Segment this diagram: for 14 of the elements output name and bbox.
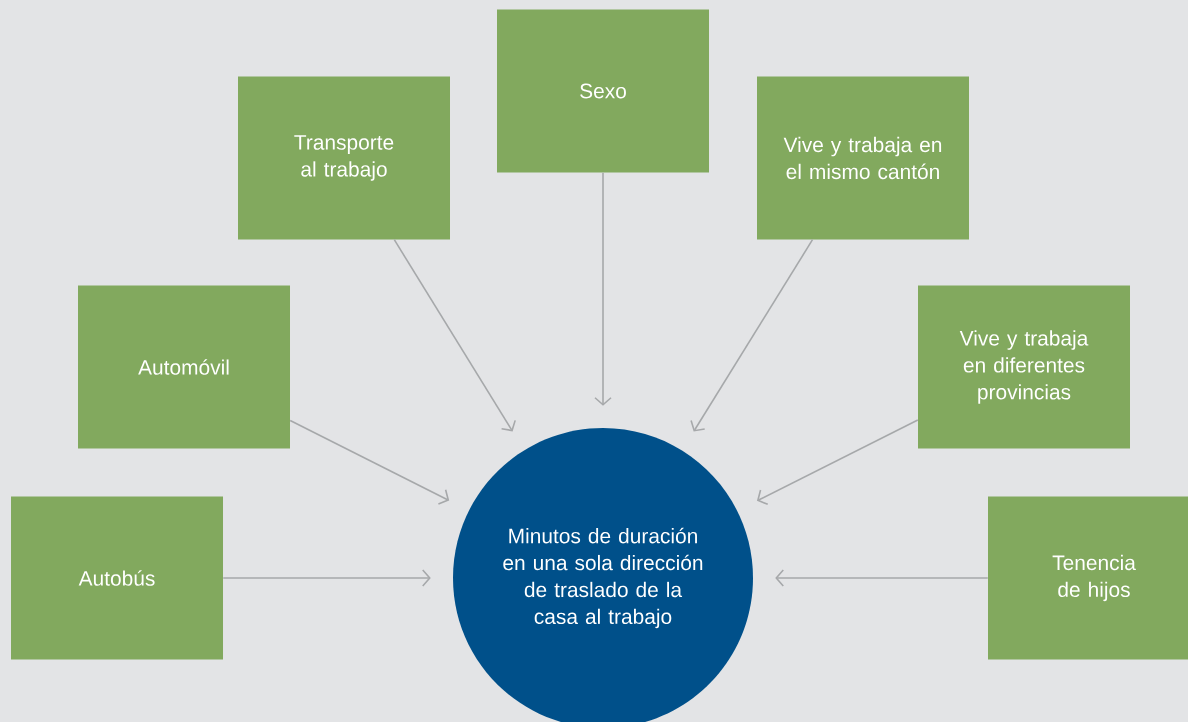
factor-box: Automóvil	[78, 285, 290, 449]
arrow	[775, 569, 989, 587]
arrow	[393, 238, 516, 432]
arrow	[594, 171, 612, 406]
factor-box: Tenencia de hijos	[988, 496, 1188, 660]
arrow	[289, 419, 450, 505]
factor-box: Vive y trabaja en el mismo cantón	[757, 76, 969, 240]
arrow	[756, 419, 919, 506]
factor-box: Autobús	[11, 496, 223, 660]
arrow	[222, 569, 431, 587]
arrow	[690, 238, 814, 432]
factor-box: Sexo	[497, 9, 709, 173]
factor-box: Vive y trabaja en diferentes provincias	[918, 285, 1130, 449]
factor-box: Transporte al trabajo	[238, 76, 450, 240]
